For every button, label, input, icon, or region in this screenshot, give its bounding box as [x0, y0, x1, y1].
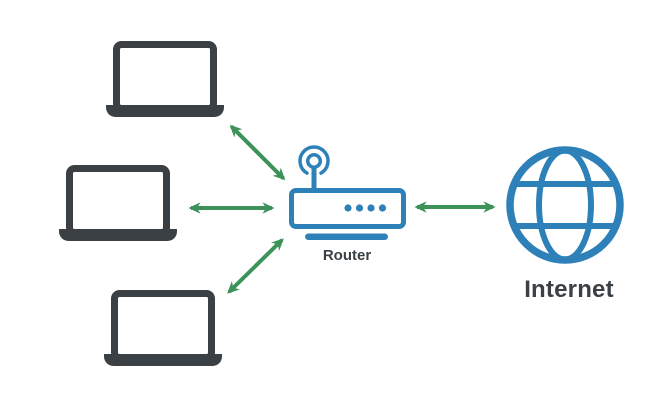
- laptop-icon: [59, 165, 177, 241]
- laptop-bottom-icon: [104, 290, 222, 367]
- laptop-screen: [111, 290, 215, 361]
- laptop-base: [59, 229, 177, 241]
- antenna-outer-wave: [298, 145, 330, 175]
- laptop-middle-icon: [59, 165, 177, 242]
- router-led-1: [344, 204, 352, 212]
- internet-label: Internet: [524, 276, 614, 303]
- arrow-laptop-bottom-router: [227, 238, 284, 294]
- laptop-top-icon: [106, 41, 224, 118]
- router-icon: [282, 140, 412, 245]
- internet-globe-icon: [503, 143, 627, 267]
- wireless-router-icon: [289, 145, 406, 240]
- globe-meridian: [536, 147, 594, 263]
- laptop-screen: [66, 165, 170, 236]
- router-base-bar: [305, 233, 388, 240]
- router-led-3: [367, 204, 375, 212]
- globe-icon: [506, 146, 624, 264]
- router-led-2: [355, 204, 364, 212]
- arrow-laptop-top-router: [229, 124, 286, 181]
- laptop-screen: [113, 41, 217, 112]
- laptop-icon: [104, 290, 222, 366]
- laptop-icon: [106, 41, 224, 117]
- laptop-base: [104, 354, 222, 366]
- antenna-ring: [306, 153, 322, 169]
- globe-outline: [506, 146, 624, 264]
- router-label: Router: [322, 247, 372, 264]
- router-led-4: [378, 204, 387, 212]
- laptop-base: [106, 105, 224, 117]
